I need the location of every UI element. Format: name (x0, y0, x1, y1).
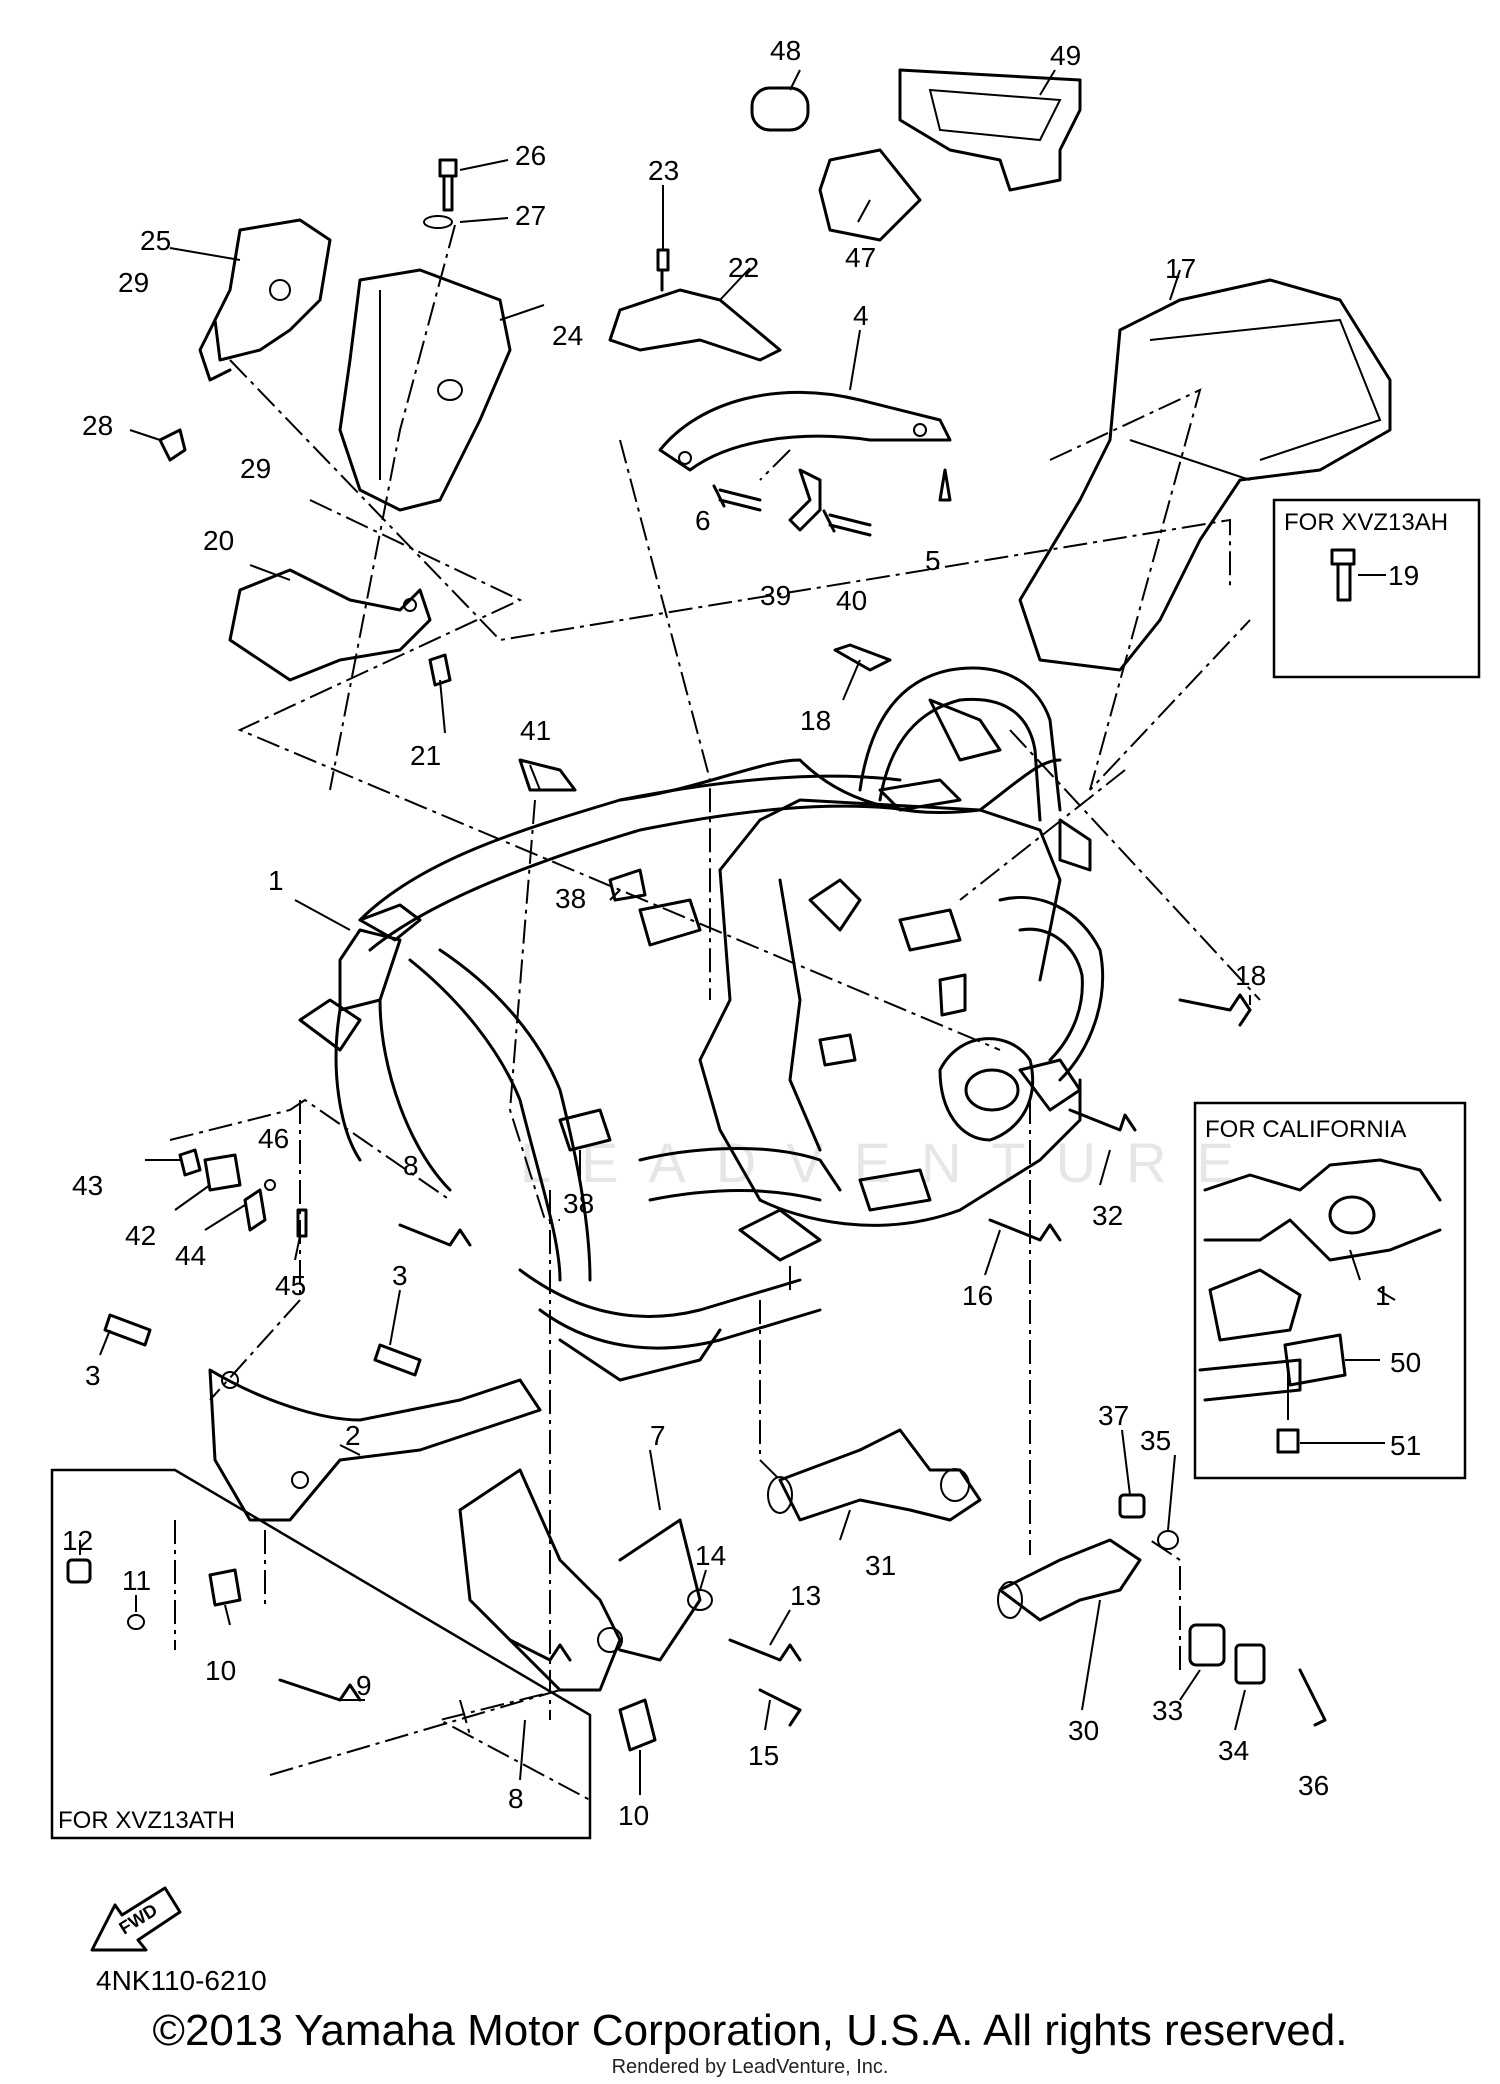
hardware (66, 158, 1327, 1752)
callout-30: 30 (1068, 1715, 1099, 1746)
part-24-cover (338, 268, 512, 512)
callout-25: 25 (140, 225, 171, 256)
callout-28: 28 (82, 410, 113, 441)
callout-2: 2 (345, 1420, 361, 1451)
callout-20: 20 (203, 525, 234, 556)
callout-8-lower: 8 (508, 1783, 524, 1814)
callout-11: 11 (122, 1565, 151, 1596)
callout-10-lower: 10 (618, 1800, 649, 1831)
part-17-fender (1018, 278, 1392, 672)
callout-13: 13 (790, 1580, 821, 1611)
part-30-arm (997, 1538, 1142, 1622)
callouts: 1 1 2 3 3 4 5 6 7 8 8 9 10 10 11 12 13 1… (62, 35, 1421, 1831)
callout-12: 12 (62, 1525, 93, 1556)
part-25-cover (198, 218, 332, 382)
callout-29-lower: 29 (240, 453, 271, 484)
callout-32: 32 (1092, 1200, 1123, 1231)
callout-22: 22 (728, 252, 759, 283)
callout-51: 51 (1390, 1430, 1421, 1461)
callout-43: 43 (72, 1170, 103, 1201)
callout-15: 15 (748, 1740, 779, 1771)
callout-36: 36 (1298, 1770, 1329, 1801)
box-xvz13ah: FOR XVZ13AH (1272, 498, 1481, 679)
callout-23: 23 (648, 155, 679, 186)
diagram-code: 4NK110-6210 (96, 1965, 267, 1996)
box-california-label: FOR CALIFORNIA (1205, 1116, 1406, 1143)
callout-1: 1 (268, 865, 284, 896)
box-xvz13ath: FOR XVZ13ATH (50, 1468, 592, 1840)
callout-8-upper: 8 (403, 1150, 419, 1181)
copyright-notice: ©2013 Yamaha Motor Corporation, U.S.A. A… (152, 2006, 1348, 2055)
callout-37: 37 (1098, 1400, 1129, 1431)
callout-48: 48 (770, 35, 801, 66)
callout-9: 9 (356, 1670, 372, 1701)
callout-16: 16 (962, 1280, 993, 1311)
part-33-bushing (1188, 1623, 1226, 1667)
box-xvz13ath-label: FOR XVZ13ATH (58, 1807, 235, 1834)
part-7-plate (458, 1468, 702, 1692)
callout-21: 21 (410, 740, 441, 771)
callout-10-left: 10 (205, 1655, 236, 1686)
assembly-lines (169, 224, 1261, 1801)
box-california: FOR CALIFORNIA (1193, 1101, 1467, 1480)
part-34-collar (1234, 1643, 1266, 1685)
callout-41: 41 (520, 715, 551, 746)
fwd-arrow-icon: FWD (90, 1886, 182, 1952)
part-22-bracket (608, 288, 782, 362)
callout-19: 19 (1388, 560, 1419, 591)
callout-33: 33 (1152, 1695, 1183, 1726)
part-39-bracket (788, 468, 822, 532)
callout-4: 4 (853, 300, 869, 331)
callout-39: 39 (760, 580, 791, 611)
callout-45: 45 (275, 1270, 306, 1301)
callout-3-left: 3 (85, 1360, 101, 1391)
callout-24: 24 (552, 320, 583, 351)
callout-7: 7 (650, 1420, 666, 1451)
callout-35: 35 (1140, 1425, 1171, 1456)
main-frame (298, 666, 1105, 1382)
callout-29-upper: 29 (118, 267, 149, 298)
callout-18-right: 18 (1235, 960, 1266, 991)
part-47-pad (818, 148, 922, 242)
callout-3-center: 3 (392, 1260, 408, 1291)
part-48-ring (750, 86, 810, 132)
callout-49: 49 (1050, 40, 1081, 71)
callout-27: 27 (515, 200, 546, 231)
callout-47: 47 (845, 242, 876, 273)
callout-38-lower: 38 (563, 1188, 594, 1219)
part-4-pipe (658, 390, 952, 472)
box-xvz13ah-label: FOR XVZ13AH (1284, 509, 1448, 536)
callout-40: 40 (836, 585, 867, 616)
part-49-cover (898, 68, 1082, 192)
rendered-by-notice: Rendered by LeadVenture, Inc. (611, 2056, 889, 2078)
callout-50: 50 (1390, 1347, 1421, 1378)
callout-17: 17 (1165, 253, 1196, 284)
callout-31: 31 (865, 1550, 896, 1581)
callout-44: 44 (175, 1240, 206, 1271)
leader-lines (79, 69, 1361, 1795)
watermark: LEADVENTURE (520, 1131, 1264, 1194)
callout-18-upper: 18 (800, 705, 831, 736)
part-31-arm (767, 1428, 982, 1522)
callout-5: 5 (925, 545, 941, 576)
callout-6: 6 (695, 505, 711, 536)
callout-14: 14 (695, 1540, 726, 1571)
callout-42: 42 (125, 1220, 156, 1251)
part-2-bar (208, 1368, 542, 1522)
callout-46: 46 (258, 1123, 289, 1154)
callout-1-california: 1 (1375, 1280, 1391, 1311)
callout-34: 34 (1218, 1735, 1249, 1766)
callout-38-upper: 38 (555, 883, 586, 914)
callout-26: 26 (515, 140, 546, 171)
part-20-cover (228, 568, 432, 682)
